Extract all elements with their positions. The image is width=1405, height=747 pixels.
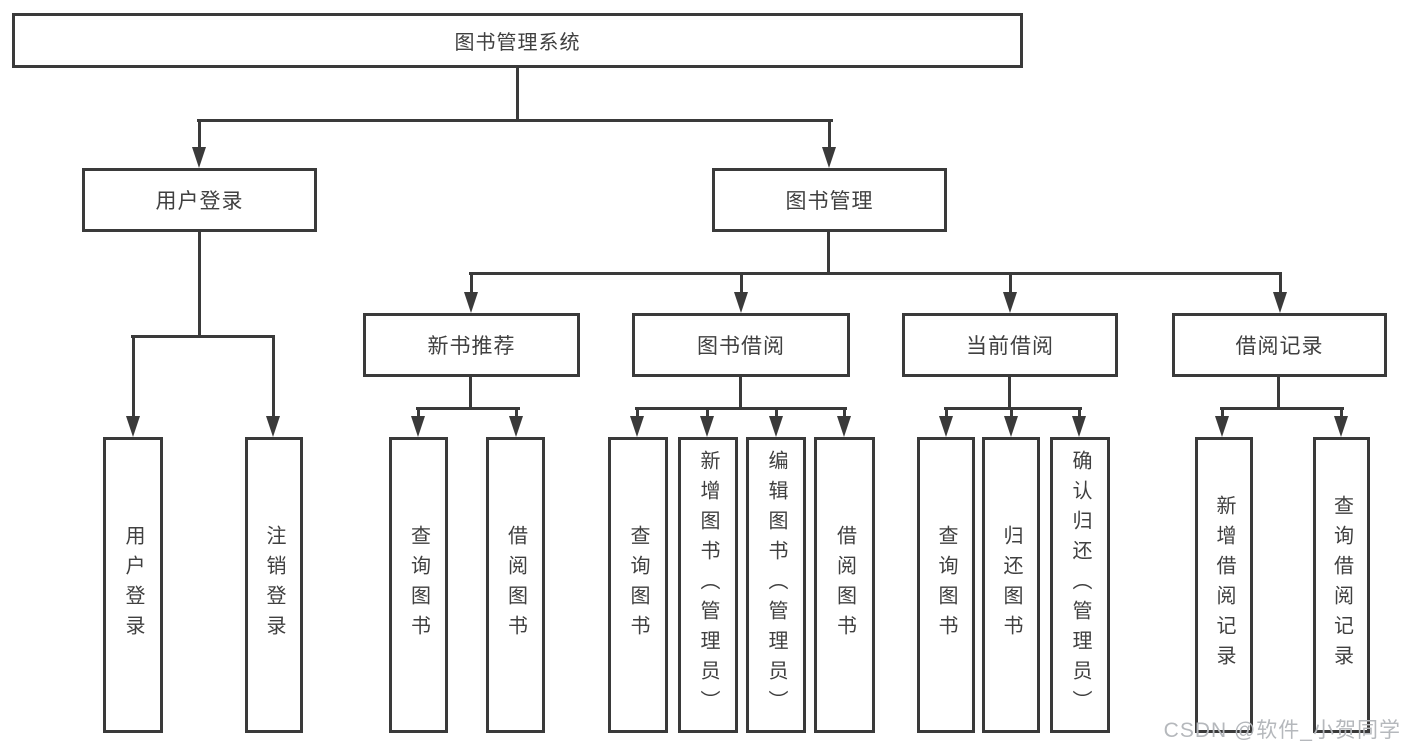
- node-book-borrowing: 图书借阅: [632, 313, 850, 377]
- node-book-management-branch-label: 图书管理: [785, 190, 874, 213]
- leaf-add-borrow-record-label: 新增借阅记录: [1213, 495, 1235, 675]
- leaf-query-books-2: 查询图书: [608, 437, 668, 733]
- arrow-to-book-borrowing: [734, 272, 748, 313]
- arrow-to-add-book-admin: [700, 407, 714, 437]
- arrow-to-return-books: [1004, 407, 1018, 437]
- leaf-logout-label: 注销登录: [263, 525, 285, 645]
- leaf-return-books-label: 归还图书: [1000, 525, 1022, 645]
- leaf-borrow-books-2-label: 借阅图书: [833, 525, 856, 645]
- arrow-to-leaf-logout: [266, 335, 280, 437]
- connector-new-book-bar: [416, 407, 520, 410]
- leaf-edit-book-admin: 编辑图书（管理员）: [746, 437, 806, 733]
- arrow-to-current-borrowing: [1003, 272, 1017, 313]
- node-borrowing-records: 借阅记录: [1172, 313, 1387, 377]
- leaf-query-books-1-label: 查询图书: [407, 525, 430, 645]
- arrow-to-borrow-books-2: [837, 407, 851, 437]
- node-current-borrowing: 当前借阅: [902, 313, 1118, 377]
- arrow-to-query-borrow-record: [1334, 407, 1348, 437]
- arrow-to-book-management: [822, 119, 836, 168]
- leaf-query-books-3: 查询图书: [917, 437, 975, 733]
- leaf-query-books-1: 查询图书: [389, 437, 448, 733]
- leaf-user-login-label: 用户登录: [122, 525, 144, 645]
- node-user-login-branch: 用户登录: [82, 168, 317, 232]
- connector-user-login-bar: [131, 335, 275, 338]
- node-root-label: 图书管理系统: [454, 32, 581, 54]
- arrow-to-new-book-recommend: [464, 272, 478, 313]
- connector-level3-bar: [469, 272, 1282, 275]
- node-new-book-recommend: 新书推荐: [363, 313, 580, 377]
- arrow-to-leaf-user-login: [126, 335, 140, 437]
- leaf-confirm-return-admin: 确认归还（管理员）: [1050, 437, 1110, 733]
- node-book-borrowing-label: 图书借阅: [697, 335, 785, 358]
- arrow-to-edit-book-admin: [769, 407, 783, 437]
- connector-level2-bar: [197, 119, 833, 122]
- arrow-to-query-books-1: [411, 407, 425, 437]
- arrow-to-add-borrow-record: [1215, 407, 1229, 437]
- node-root: 图书管理系统: [12, 13, 1023, 68]
- connector-root-stub: [516, 68, 519, 119]
- leaf-add-book-admin: 新增图书（管理员）: [678, 437, 738, 733]
- leaf-add-borrow-record: 新增借阅记录: [1195, 437, 1253, 733]
- leaf-add-book-admin-label: 新增图书（管理员）: [697, 450, 719, 720]
- connector-new-book-stub: [469, 377, 472, 407]
- connector-book-borrowing-bar: [635, 407, 847, 410]
- csdn-watermark: CSDN @软件_小贺同学: [1163, 719, 1401, 742]
- leaf-user-login: 用户登录: [103, 437, 163, 733]
- leaf-edit-book-admin-label: 编辑图书（管理员）: [765, 450, 787, 720]
- leaf-query-books-3-label: 查询图书: [935, 525, 957, 645]
- connector-book-management-stub: [827, 232, 830, 272]
- leaf-logout: 注销登录: [245, 437, 303, 733]
- arrow-to-query-books-3: [939, 407, 953, 437]
- arrow-to-borrow-books-1: [509, 407, 523, 437]
- leaf-query-borrow-record: 查询借阅记录: [1313, 437, 1370, 733]
- leaf-borrow-books-1-label: 借阅图书: [504, 525, 527, 645]
- connector-book-borrowing-stub: [739, 377, 742, 407]
- node-borrowing-records-label: 借阅记录: [1235, 335, 1324, 358]
- connector-current-borrowing-bar: [944, 407, 1082, 410]
- leaf-borrow-books-1: 借阅图书: [486, 437, 545, 733]
- node-current-borrowing-label: 当前借阅: [966, 335, 1054, 358]
- connector-user-login-stub: [198, 232, 201, 335]
- connector-current-borrowing-stub: [1008, 377, 1011, 407]
- arrow-to-user-login: [192, 119, 206, 168]
- node-user-login-branch-label: 用户登录: [155, 190, 244, 213]
- arrow-to-confirm-return-admin: [1072, 407, 1086, 437]
- leaf-query-borrow-record-label: 查询借阅记录: [1330, 495, 1353, 675]
- arrow-to-borrowing-records: [1273, 272, 1287, 313]
- leaf-query-books-2-label: 查询图书: [627, 525, 649, 645]
- arrow-to-query-books-2: [630, 407, 644, 437]
- leaf-return-books: 归还图书: [982, 437, 1040, 733]
- leaf-borrow-books-2: 借阅图书: [814, 437, 875, 733]
- connector-borrowing-records-bar: [1220, 407, 1344, 410]
- leaf-confirm-return-admin-label: 确认归还（管理员）: [1069, 450, 1091, 720]
- connector-borrowing-records-stub: [1277, 377, 1280, 407]
- node-new-book-recommend-label: 新书推荐: [427, 335, 516, 358]
- node-book-management-branch: 图书管理: [712, 168, 947, 232]
